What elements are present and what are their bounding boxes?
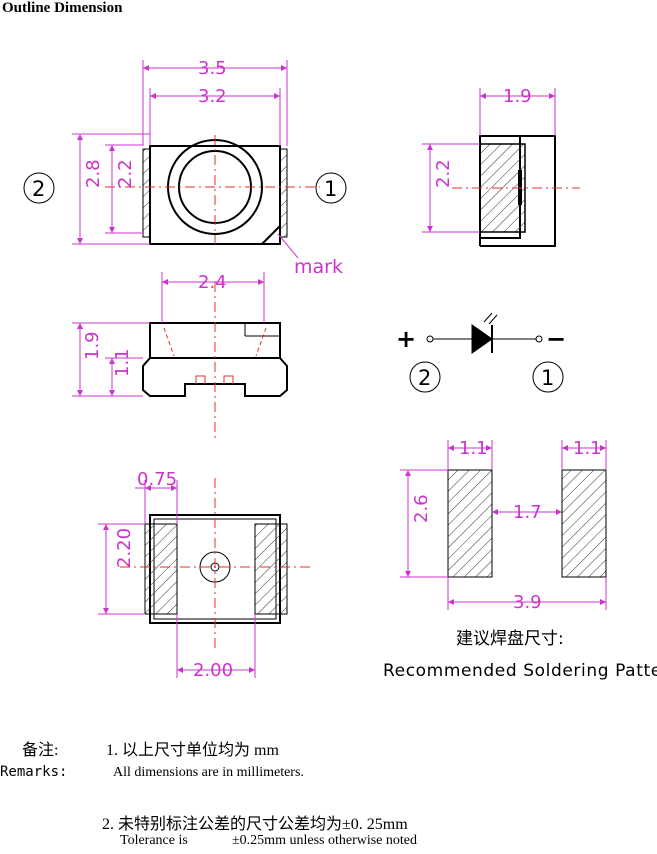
dim-2-20-label: 2.20	[114, 528, 135, 568]
pin-2-label: 2	[32, 177, 45, 201]
pad-1-1-right-label: 1.1	[573, 438, 602, 459]
note-1-en: All dimensions are in millimeters.	[113, 765, 304, 780]
dim-2-2-front-label: 2.2	[115, 159, 136, 188]
bottom-view-dimensions	[98, 480, 256, 678]
polarity-mark-label: mark	[294, 256, 343, 278]
dim-3-2-label: 3.2	[198, 86, 227, 107]
note-2-en-prefix: Tolerance is	[120, 833, 188, 848]
pad-2-6-label: 2.6	[411, 494, 432, 523]
pin-2-marker: 2	[23, 172, 55, 204]
dim-2-00-label: 2.00	[193, 660, 233, 681]
cathode-minus-symbol: −	[546, 325, 566, 353]
notes-label-cn: 备注:	[22, 742, 59, 759]
note-2-en-text: ±0.25mm unless otherwise noted	[232, 833, 417, 848]
front-view	[105, 135, 320, 259]
side-view-dimensions	[422, 88, 556, 233]
dim-1-9-side-label: 1.9	[503, 86, 532, 107]
symbol-pin-2-marker: 2	[409, 361, 441, 393]
anode-plus-symbol: +	[396, 325, 416, 353]
pad-1-7-label: 1.7	[513, 502, 542, 523]
soldering-pattern	[447, 469, 607, 578]
pad-1-1-left-label: 1.1	[459, 438, 488, 459]
soldering-pattern-dimensions	[400, 440, 607, 610]
dim-1-9-height-label: 1.9	[82, 331, 103, 360]
page-title: Outline Dimension	[2, 0, 123, 16]
diode-symbol	[426, 312, 543, 354]
note-2-cn: 2. 未特别标注公差的尺寸公差均为±0. 25mm	[102, 816, 408, 833]
elevation-view-dimensions	[72, 272, 265, 397]
dim-3-5-label: 3.5	[198, 58, 227, 79]
dim-1-1-height-label: 1.1	[112, 348, 133, 377]
symbol-pin-1-label: 1	[541, 366, 554, 390]
dim-2-8-label: 2.8	[83, 159, 104, 188]
symbol-pin-1-marker: 1	[532, 361, 564, 393]
pin-1-marker: 1	[315, 172, 347, 204]
dim-2-4-label: 2.4	[198, 272, 227, 293]
notes-label-en: Remarks:	[0, 764, 68, 780]
pin-1-label: 1	[324, 177, 337, 201]
bottom-view	[120, 478, 310, 650]
front-view-dimensions	[72, 60, 288, 245]
soldering-pattern-en-caption: Recommended Soldering Pattern	[383, 661, 657, 681]
side-view	[452, 135, 580, 247]
pad-3-9-label: 3.9	[513, 592, 542, 613]
elevation-view	[142, 282, 288, 440]
symbol-pin-2-label: 2	[418, 366, 431, 390]
dim-0-75-label: 0.75	[137, 469, 177, 490]
soldering-pattern-cn-caption: 建议焊盘尺寸:	[456, 629, 564, 649]
note-1-cn: 1. 以上尺寸单位均为 mm	[106, 742, 279, 759]
dim-2-2-side-label: 2.2	[433, 159, 454, 188]
